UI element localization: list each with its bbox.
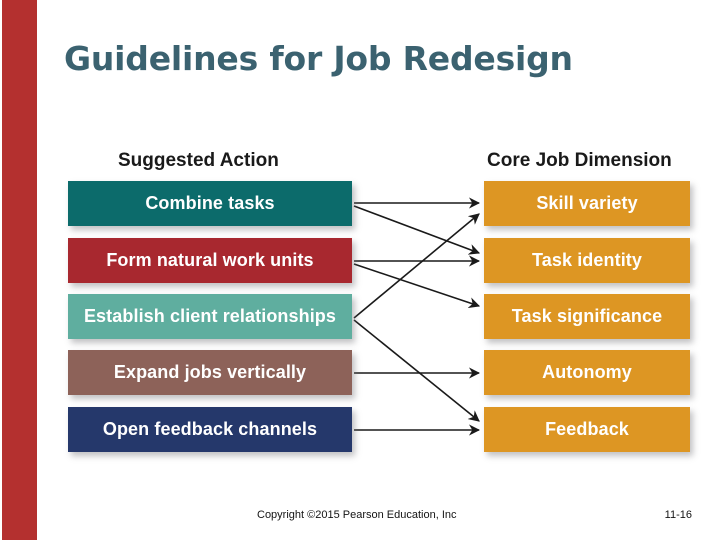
page-title: Guidelines for Job Redesign xyxy=(64,39,573,78)
core-job-dimension-node-5[interactable]: Feedback xyxy=(484,407,690,452)
core-job-dimension-label-5: Feedback xyxy=(545,419,629,439)
suggested-action-label-1: Combine tasks xyxy=(145,193,275,213)
suggested-action-node-3[interactable]: Establish client relationships xyxy=(68,294,352,339)
suggested-action-node-4[interactable]: Expand jobs vertically xyxy=(68,350,352,395)
suggested-action-node-5[interactable]: Open feedback channels xyxy=(68,407,352,452)
arrow-form-natural-work-units-to-task-significance xyxy=(353,263,481,309)
left-accent-bar xyxy=(2,0,37,540)
core-job-dimension-node-3[interactable]: Task significance xyxy=(484,294,690,339)
suggested-action-node-2[interactable]: Form natural work units xyxy=(68,238,352,283)
suggested-action-label-5: Open feedback channels xyxy=(102,419,318,439)
core-job-dimension-label-4: Autonomy xyxy=(542,362,632,382)
core-job-dimension-node-1[interactable]: Skill variety xyxy=(484,181,690,226)
suggested-action-label-3: Establish client relationships xyxy=(83,306,337,326)
footer-copyright: Copyright ©2015 Pearson Education, Inc xyxy=(257,509,457,521)
core-job-dimension-label-3: Task significance xyxy=(511,306,663,326)
column-header-suggested-action: Suggested Action xyxy=(118,150,279,171)
arrow-establish-client-relationships-to-skill-variety xyxy=(353,213,480,319)
arrow-combine-tasks-to-task-identity xyxy=(353,205,481,255)
core-job-dimension-label-2: Task identity xyxy=(532,250,642,270)
column-header-core-job-dimension: Core Job Dimension xyxy=(487,150,672,171)
suggested-action-node-1[interactable]: Combine tasks xyxy=(68,181,352,226)
arrow-establish-client-relationships-to-feedback xyxy=(353,319,480,422)
suggested-action-label-4: Expand jobs vertically xyxy=(113,362,307,382)
core-job-dimension-label-1: Skill variety xyxy=(536,193,638,213)
core-job-dimension-node-2[interactable]: Task identity xyxy=(484,238,690,283)
core-job-dimension-node-4[interactable]: Autonomy xyxy=(484,350,690,395)
footer-page-number: 11-16 xyxy=(664,509,692,521)
suggested-action-label-2: Form natural work units xyxy=(106,250,314,270)
